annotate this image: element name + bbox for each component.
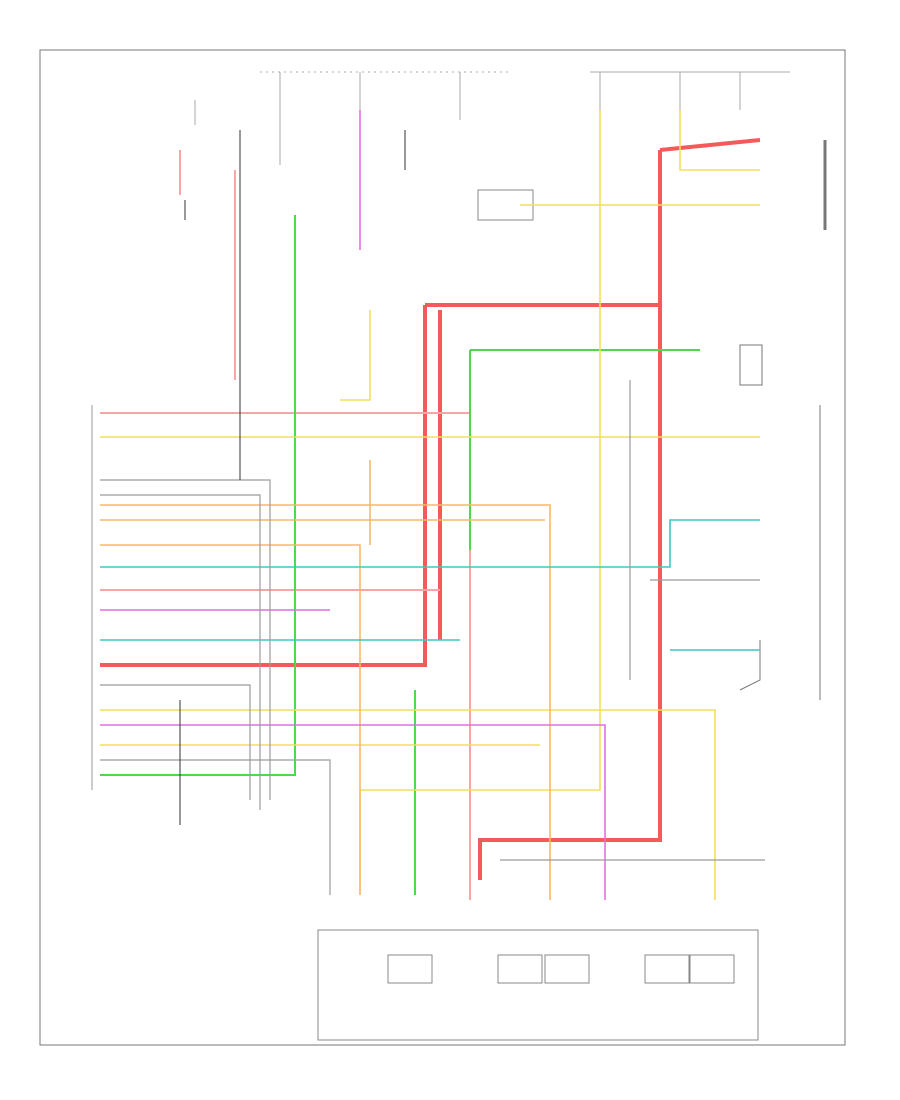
wire-run-magenta: [100, 110, 606, 900]
wire-run-gray: [100, 380, 765, 895]
diagram-frame: [39, 49, 846, 1046]
wire-run-red: [100, 138, 761, 880]
wire-run-orange: [100, 460, 551, 900]
wire-run-teal: [100, 519, 760, 651]
transmission-block: [317, 929, 759, 1041]
wire-run-black: [179, 130, 406, 825]
top-wiring: [194, 71, 790, 165]
right-components: [739, 140, 827, 700]
wire-run-green: [100, 215, 700, 895]
